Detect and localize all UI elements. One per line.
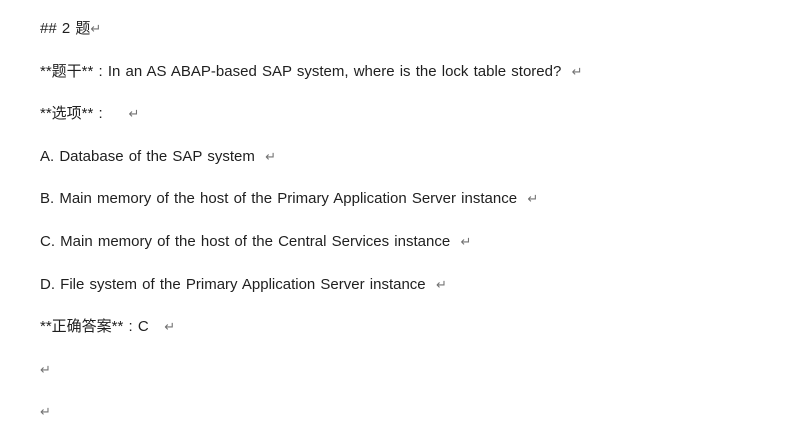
answer-line: **正确答案** : C ↵ [40, 318, 788, 361]
paragraph-mark-icon: ↵ [164, 319, 176, 335]
question-text: **题干** : In an AS ABAP-based SAP system,… [40, 62, 572, 80]
option-c-line: C. Main memory of the host of the Centra… [40, 233, 788, 276]
option-c-text: C. Main memory of the host of the Centra… [40, 232, 461, 250]
paragraph-mark-icon: ↵ [40, 404, 51, 420]
empty-paragraph-line: ↵ [40, 403, 788, 446]
paragraph-mark-icon: ↵ [571, 63, 583, 79]
paragraph-mark-icon: ↵ [90, 21, 102, 36]
heading-text: ## 2 题 [40, 20, 91, 37]
option-b-text: B. Main memory of the host of the Primar… [40, 190, 528, 208]
paragraph-mark-icon: ↵ [128, 106, 140, 122]
option-d-line: D. File system of the Primary Applicatio… [40, 276, 788, 319]
paragraph-mark-icon: ↵ [460, 233, 472, 249]
paragraph-mark-icon: ↵ [265, 148, 277, 164]
empty-paragraph-line: ↵ [40, 361, 788, 404]
heading-line: ## 2 题↵ [40, 20, 788, 63]
option-b-line: B. Main memory of the host of the Primar… [40, 190, 788, 233]
option-a-line: A. Database of the SAP system ↵ [40, 148, 788, 191]
paragraph-mark-icon: ↵ [40, 361, 51, 377]
options-label-text: **选项** : [40, 105, 129, 123]
options-label-line: **选项** : ↵ [40, 105, 788, 148]
option-a-text: A. Database of the SAP system [40, 147, 266, 165]
paragraph-mark-icon: ↵ [527, 191, 539, 207]
question-line: **题干** : In an AS ABAP-based SAP system,… [40, 63, 788, 106]
option-d-text: D. File system of the Primary Applicatio… [40, 275, 436, 293]
paragraph-mark-icon: ↵ [435, 276, 447, 292]
answer-text: **正确答案** : C [40, 318, 165, 336]
